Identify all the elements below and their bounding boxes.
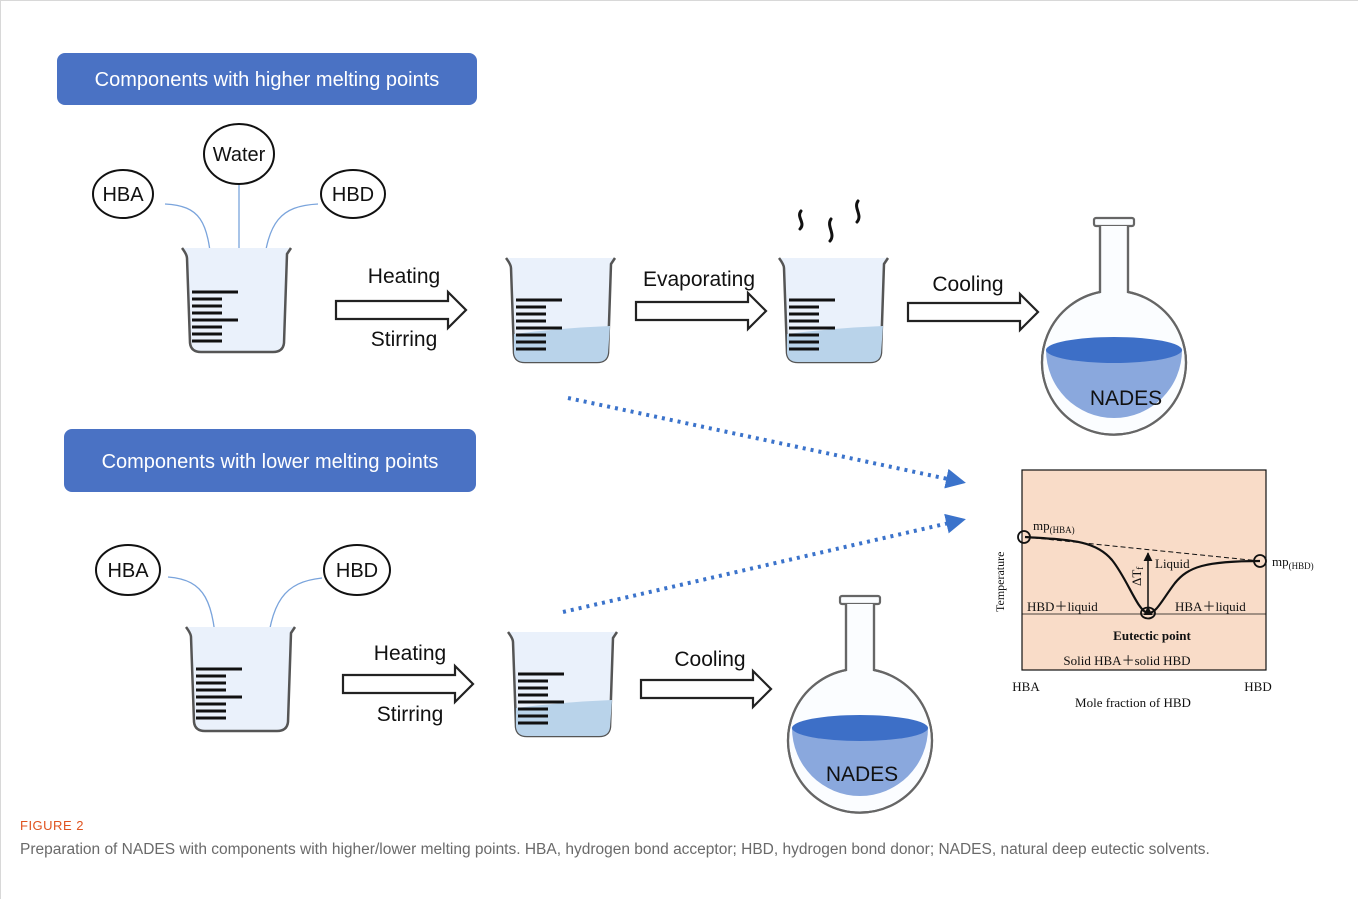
phase-diagram: mp(HBA) mp(HBD) Liquid ΔTf HBD＋liquid HB… [993, 469, 1314, 710]
bottom-input-hba: HBA [95, 544, 161, 596]
top-banner-text: Components with higher melting points [95, 69, 440, 91]
top-product-label: NADES [1090, 387, 1162, 410]
bottom-arrow-1-icon [341, 664, 475, 704]
mp-hba-label: mp(HBA) [1033, 518, 1075, 535]
top-beaker-3-icon [777, 256, 890, 364]
top-step3-label: Cooling [932, 273, 1003, 296]
delta-tf-label: ΔTf [1129, 567, 1145, 586]
top-beaker-1-icon [180, 246, 293, 354]
bottom-banner: Components with lower melting points [64, 429, 476, 492]
top-input-hba-label: HBA [102, 184, 144, 206]
x-axis-right-label: HBD [1244, 679, 1271, 694]
top-steam-icon [798, 199, 861, 243]
bottom-product-label: NADES [826, 763, 898, 786]
figure-caption-text: Preparation of NADES with components wit… [20, 841, 1210, 858]
bottom-input-hbd: HBD [323, 544, 391, 596]
bottom-step1-bottom-label: Stirring [377, 703, 444, 726]
figure-caption-label: FIGURE 2 [20, 818, 84, 833]
eutectic-point-marker [1140, 606, 1156, 620]
top-input-water-label: Water [213, 144, 266, 166]
bottom-beaker-1-icon [184, 625, 297, 733]
bottom-step2-label: Cooling [674, 648, 745, 671]
bottom-beaker-2-icon [506, 630, 619, 738]
top-beaker-2-icon [504, 256, 617, 364]
x-axis-label: Mole fraction of HBD [1075, 695, 1191, 710]
bottom-banner-text: Components with lower melting points [102, 451, 439, 473]
bottom-arrow-2-icon [639, 669, 773, 709]
mp-hbd-label: mp(HBD) [1272, 554, 1314, 571]
mp-hbd-point [1253, 554, 1267, 568]
bottom-input-hba-label: HBA [107, 560, 149, 582]
top-input-hba: HBA [92, 169, 154, 219]
top-arrow-1-icon [334, 290, 468, 330]
top-step1-top-label: Heating [368, 265, 440, 288]
liquid-label: Liquid [1155, 556, 1190, 571]
ideal-dashed-line [1024, 536, 1261, 562]
top-input-water: Water [203, 123, 275, 185]
top-banner: Components with higher melting points [57, 53, 477, 105]
solid-region-label: Solid HBA＋solid HBD [1063, 653, 1190, 668]
y-axis-label: Temperature [993, 552, 1007, 612]
eutectic-point-label: Eutectic point [1113, 628, 1191, 643]
region-right-label: HBA＋liquid [1175, 599, 1246, 614]
bottom-input-hbd-label: HBD [336, 560, 378, 582]
top-input-hbd: HBD [320, 169, 386, 219]
mp-hba-point [1017, 530, 1031, 544]
bottom-step1-top-label: Heating [374, 642, 446, 665]
top-step2-label: Evaporating [643, 268, 755, 291]
top-arrow-3-icon [906, 292, 1040, 332]
top-arrow-2-icon [634, 291, 768, 331]
x-axis-left-label: HBA [1012, 679, 1040, 694]
figure-caption: FIGURE 2 Preparation of NADES with compo… [20, 818, 1340, 860]
region-left-label: HBD＋liquid [1027, 599, 1098, 614]
dotted-connectors [562, 396, 966, 614]
top-step1-bottom-label: Stirring [371, 328, 438, 351]
top-input-hbd-label: HBD [332, 184, 374, 206]
